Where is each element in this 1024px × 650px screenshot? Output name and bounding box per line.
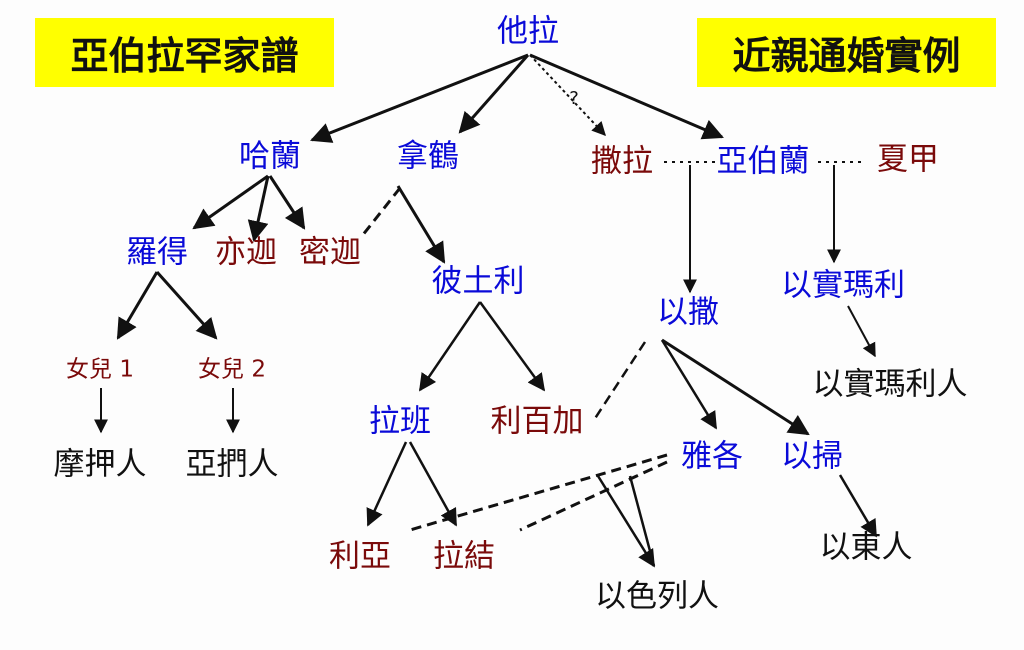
node-jacob: 雅各: [681, 438, 743, 475]
arrow-isaac-esau: [661, 338, 810, 436]
arrow-bethuel-laban: [418, 301, 482, 392]
node-moabites: 摩押人: [53, 446, 147, 483]
node-iscah: 亦迦: [215, 234, 277, 271]
arrow-lot-daughter1: [116, 271, 159, 340]
node-edomites: 以東人: [819, 529, 913, 566]
arrow-laban-leah: [366, 441, 408, 527]
arrow-to-israelites-a: [596, 475, 656, 568]
node-leah: 利亞: [329, 538, 391, 575]
node-abram: 亞伯蘭: [716, 143, 810, 180]
node-haran: 哈蘭: [239, 138, 301, 175]
marriage-isaac-rebekah: [592, 341, 647, 421]
node-ammonites: 亞捫人: [185, 446, 279, 483]
arrow-haran-iscah: [247, 175, 270, 243]
node-ishmael: 以實瑪利: [781, 267, 905, 304]
arrow-isaac-jacob: [660, 339, 718, 430]
node-esau: 以掃: [781, 438, 843, 475]
node-rebekah: 利百加: [490, 403, 584, 440]
uncertain-mark: ?: [569, 88, 579, 109]
arrow-lot-daughter2: [155, 271, 218, 340]
title-consanguineous-marriage: 近親通婚實例: [697, 18, 996, 87]
arrow-laban-rachel: [408, 441, 458, 527]
title-abraham-genealogy: 亞伯拉罕家譜: [35, 18, 334, 87]
node-isaac: 以撒: [657, 294, 719, 331]
arrow-terah-nahor: [458, 54, 530, 134]
arrow-ishmael-ishmaelites: [847, 305, 876, 358]
node-sarah: 撒拉: [591, 143, 653, 180]
marriage-jacob-rachel: [519, 460, 668, 532]
arrow-esau-edomites: [838, 474, 878, 538]
node-rachel: 拉結: [433, 538, 495, 575]
marriage-jacob-leah: [409, 453, 668, 532]
node-laban: 拉班: [369, 403, 431, 440]
arrow-to-israelites-b: [628, 475, 656, 567]
arrow-bethuel-rebekah: [478, 301, 546, 392]
node-lot: 羅得: [126, 234, 188, 271]
node-nahor: 拿鶴: [397, 138, 459, 175]
node-daughter2: 女兒 2: [198, 356, 266, 383]
arrow-terah-sarah: [529, 54, 606, 137]
node-bethuel: 彼土利: [431, 263, 525, 300]
arrow-terah-abram: [529, 53, 724, 140]
marriage-nahor-milcah: [360, 187, 402, 237]
arrow-haran-lot: [192, 174, 269, 230]
arrow-nahor-bethuel: [396, 185, 446, 264]
node-ishmaelites: 以實瑪利人: [812, 366, 968, 403]
node-milcah: 密迦: [299, 234, 361, 271]
node-israelites: 以色列人: [595, 578, 719, 615]
node-terah: 他拉: [497, 13, 559, 50]
arrow-terah-haran: [310, 53, 529, 143]
node-daughter1: 女兒 1: [66, 356, 134, 383]
arrow-haran-milcah: [268, 175, 306, 230]
node-hagar: 夏甲: [877, 141, 939, 178]
